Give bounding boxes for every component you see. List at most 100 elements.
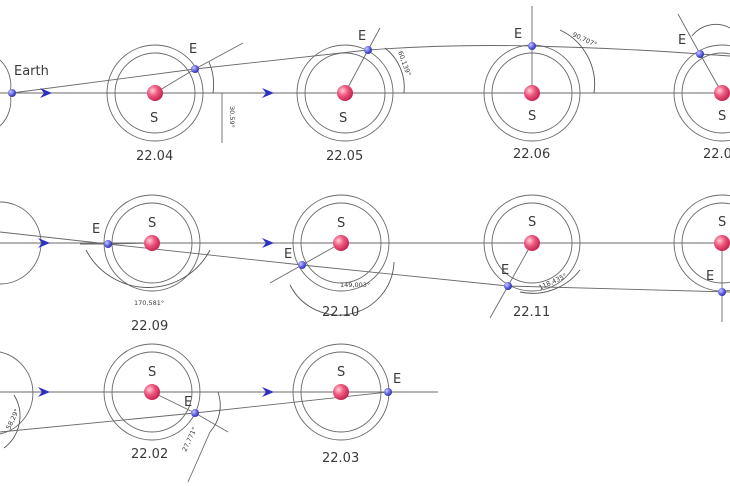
orbit-ring-inner	[681, 52, 730, 134]
orbit-ring	[296, 44, 394, 142]
sun-marker	[333, 384, 349, 400]
earth-marker	[104, 240, 112, 248]
date-label: 22.03	[322, 451, 359, 466]
earth-marker	[696, 50, 704, 58]
sun-marker	[144, 384, 160, 400]
orbit-ring	[0, 351, 34, 435]
row-1: Earth S E 30,59° 22.04 S	[0, 6, 730, 164]
orbit-ring-inner	[111, 202, 193, 284]
sun-label: S	[337, 365, 345, 380]
earth-label: Earth	[14, 64, 49, 79]
direction-arrow	[262, 88, 274, 98]
tangent-line	[194, 412, 229, 433]
earth-marker	[504, 282, 512, 290]
orbit-ring	[673, 44, 730, 142]
earth-label: E	[189, 42, 197, 57]
direction-arrow	[38, 387, 50, 397]
sun-earth-radius	[344, 49, 369, 94]
direction-arrow	[38, 238, 50, 248]
orbit-ring-inner	[300, 351, 382, 433]
orbit-ring	[103, 343, 201, 441]
orbit-ring-inner	[300, 202, 382, 284]
diagram-2210: S E 149,003° 22.10	[269, 194, 395, 320]
tangent-line	[367, 27, 381, 51]
orbit-ring-inner	[111, 351, 193, 433]
earth-label: E	[501, 263, 509, 278]
sun-label: S	[718, 215, 726, 230]
earth-marker	[384, 388, 392, 396]
date-label: 22.05	[326, 149, 363, 164]
angle-arc	[559, 29, 596, 94]
sun-marker	[714, 85, 730, 101]
earth-marker	[191, 409, 199, 417]
orbit-ring	[106, 44, 204, 142]
sun-label: S	[150, 111, 158, 126]
sun-label: S	[339, 111, 347, 126]
sun-label: S	[528, 109, 536, 124]
orbit-ring-inner	[491, 202, 573, 284]
date-label: 22.02	[131, 447, 168, 462]
orbit-ring	[103, 194, 201, 292]
sun-marker	[524, 235, 540, 251]
sun-marker	[714, 235, 730, 251]
earth-marker	[718, 288, 726, 296]
earth-marker	[8, 89, 16, 97]
sun-marker	[144, 235, 160, 251]
earth-label: E	[358, 29, 366, 44]
tangent-line	[269, 264, 303, 284]
angle-arc	[209, 391, 221, 433]
angle-arc	[289, 261, 395, 316]
earth-label: E	[706, 269, 714, 284]
earth-marker	[191, 65, 199, 73]
diagram-2204: S E 30,59° 22.04	[106, 42, 244, 164]
date-label: 22.11	[513, 305, 550, 320]
orbit-ring-inner	[114, 52, 196, 134]
diagram-2211: S E 118,435° 22.11	[483, 194, 581, 320]
date-label: 22.09	[131, 319, 168, 334]
earth-marker	[298, 261, 306, 269]
earth-label: E	[514, 27, 522, 42]
sun-label: S	[148, 216, 156, 231]
measure-line	[187, 431, 211, 483]
diagram-2207: S E 22.07	[673, 13, 730, 162]
orbit-ring	[0, 201, 42, 285]
angle-arc	[691, 23, 730, 37]
earth-label: E	[92, 222, 100, 237]
orbit-ring	[292, 194, 390, 292]
diagram-2206: S E 90,707° 22.06	[483, 6, 598, 162]
tangent-line	[677, 13, 701, 55]
direction-arrow	[40, 88, 52, 98]
orbit-ring-inner	[304, 52, 386, 134]
sun-label: S	[148, 365, 156, 380]
row-3: 58,29° S E 27,771° 22.02 S E 22.03	[0, 343, 438, 483]
angle-label: 30,59°	[228, 106, 236, 128]
diagram-2209: S E 170,581° 22.09	[80, 194, 211, 334]
date-label: 22.04	[136, 149, 173, 164]
diagram-2203: S E 22.03	[292, 343, 401, 466]
orbit-ring	[483, 194, 581, 292]
tangent-line	[489, 285, 509, 319]
diagram-2205: S E 60,139° 22.05	[296, 27, 413, 164]
angle-arc	[208, 61, 215, 94]
sun-label: S	[528, 215, 536, 230]
earth-label: E	[678, 33, 686, 48]
sun-marker	[524, 85, 540, 101]
sun-marker	[147, 85, 163, 101]
earth-label: E	[184, 395, 192, 410]
direction-arrow	[262, 238, 274, 248]
direction-arrow	[262, 387, 274, 397]
angle-label: 90,707°	[571, 31, 598, 49]
diagram-partial-right: S E	[673, 194, 730, 322]
sun-label: S	[337, 216, 345, 231]
angle-arc	[85, 249, 211, 288]
earth-label: E	[393, 372, 401, 387]
earth-marker	[364, 46, 372, 54]
date-label: 22.06	[513, 147, 550, 162]
angle-arc	[519, 269, 581, 294]
angle-label: 170,581°	[134, 299, 164, 307]
angle-label: 27,771°	[181, 426, 199, 453]
date-label: 22.10	[322, 305, 359, 320]
sun-marker	[333, 235, 349, 251]
date-label: 22.07	[703, 147, 730, 162]
